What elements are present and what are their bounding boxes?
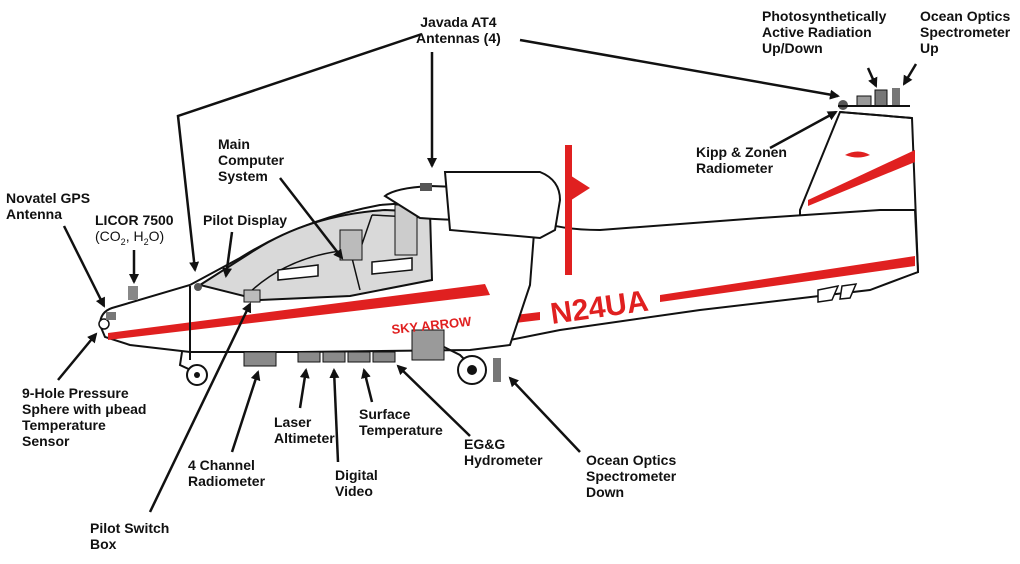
video-pod xyxy=(322,351,346,363)
ocean-optics-up-mark xyxy=(892,88,900,106)
pilot-display-mark xyxy=(194,283,202,291)
leader-main-computer xyxy=(279,177,344,260)
leader-ocean-down xyxy=(508,376,581,453)
label-ocean-up: Ocean Optics Spectrometer Up xyxy=(920,8,1011,56)
hydrometer-pod xyxy=(411,329,445,361)
label-par: Photosynthetically Active Radiation Up/D… xyxy=(762,8,887,56)
main-wheel-hub xyxy=(467,365,477,375)
licor-mark xyxy=(128,286,138,300)
par-sensor-b xyxy=(874,89,888,107)
label-kipp-zonen: Kipp & Zonen Radiometer xyxy=(696,144,787,176)
leader-surface xyxy=(361,368,374,403)
leader-novatel xyxy=(62,225,106,308)
label-main-computer: Main Computer System xyxy=(218,136,285,184)
leader-pilot-display xyxy=(222,231,234,278)
tail-stripe xyxy=(808,150,915,206)
wing-antenna xyxy=(420,183,432,191)
nose-sphere xyxy=(98,318,110,330)
leader-nine-hole xyxy=(57,332,98,381)
label-laser: Laser Altimeter xyxy=(274,414,335,446)
boom-stripe-upper xyxy=(660,256,915,302)
leader-par xyxy=(866,67,878,88)
leader-javada-3 xyxy=(519,38,840,100)
leader-ocean-up xyxy=(902,63,918,86)
leader-kipp xyxy=(769,110,838,150)
leader-javada-1 xyxy=(176,32,423,272)
canopy xyxy=(197,208,434,302)
label-pilot-display: Pilot Display xyxy=(203,212,288,228)
leader-egg xyxy=(396,364,471,437)
radiometer-4ch-pod xyxy=(243,351,277,367)
par-sensor-a xyxy=(856,95,872,107)
nose-wheel-hub xyxy=(194,372,200,378)
engine-cowl xyxy=(443,171,562,240)
surface-temp-pod xyxy=(347,351,371,363)
label-egg: EG&G Hydrometer xyxy=(464,436,543,468)
ocean-optics-down-pod xyxy=(493,358,501,382)
tail-fin-top xyxy=(839,111,913,119)
novatel-antenna-mark xyxy=(106,312,116,320)
laser-pod xyxy=(297,351,321,363)
seat-shapes xyxy=(277,257,413,281)
label-digital-video: Digital Video xyxy=(335,467,378,499)
label-javada: Javada AT4 Antennas (4) xyxy=(416,14,501,46)
label-ocean-down: Ocean Optics Spectrometer Down xyxy=(586,452,677,500)
leader-laser xyxy=(298,368,310,409)
propeller-hub xyxy=(565,172,590,204)
leader-4channel xyxy=(230,370,261,453)
label-licor: LICOR 7500 (CO2, H2O) xyxy=(95,212,174,250)
tail-step xyxy=(817,283,858,303)
label-novatel: Novatel GPS Antenna xyxy=(6,190,91,222)
label-4channel: 4 Channel Radiometer xyxy=(188,457,266,489)
extra-pod xyxy=(372,351,396,363)
licor-formula: (CO2, H2O) xyxy=(95,228,165,247)
fuselage-stripe xyxy=(108,284,490,340)
main-computer-box xyxy=(339,229,363,261)
pilot-switch-mark xyxy=(243,289,261,303)
label-surface-temp: Surface Temperature xyxy=(359,406,443,438)
label-pilot-switch: Pilot Switch Box xyxy=(90,520,170,552)
propeller xyxy=(565,145,572,275)
leader-pilot-switch xyxy=(148,302,252,513)
leader-video xyxy=(329,368,340,463)
tail-logo xyxy=(845,151,870,158)
label-nine-hole: 9-Hole Pressure Sphere with μbead Temper… xyxy=(22,385,147,449)
